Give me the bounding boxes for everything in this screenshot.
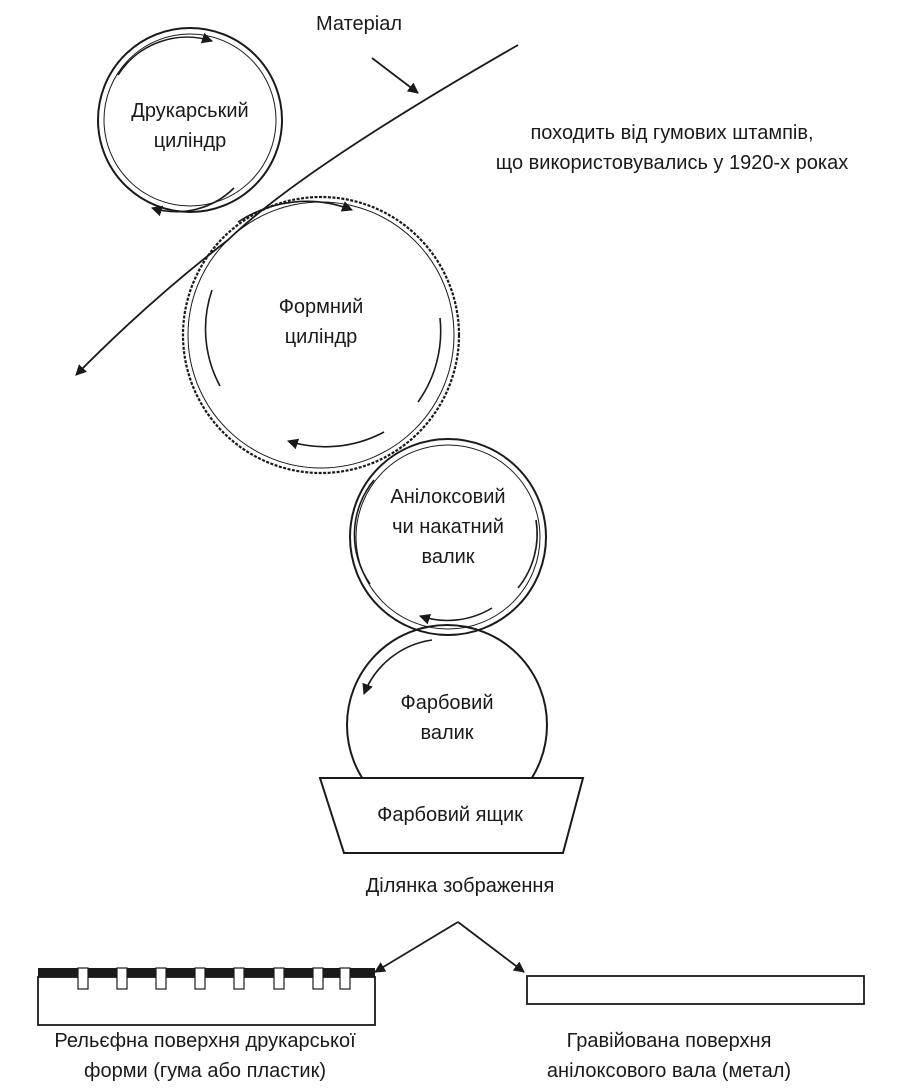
impression-cylinder-label-line-1: Друкарський (131, 100, 249, 122)
engraved-surface-label: Гравійована поверхня анілоксового вала (… (504, 1026, 834, 1086)
impression-cylinder (97, 27, 283, 217)
plate-cylinder (181, 195, 461, 475)
ink-pan (318, 777, 585, 854)
relief-surface-label-line-1: Рельєфна поверхня друкарської (54, 1030, 356, 1052)
plate-cylinder-label: Формний циліндр (226, 292, 416, 352)
rotation-arrow-plate-left (204, 289, 221, 387)
note-line-2: що використовувались у 1920-х роках (495, 152, 849, 174)
fountain-roller-label: Фарбовий валик (362, 688, 532, 748)
relief-surface-label-line-2: форми (гума або пластик) (84, 1060, 326, 1082)
engraved-anilox-surface (526, 975, 865, 1005)
impression-cylinder-label: Друкарський циліндр (95, 96, 285, 156)
engraved-surface-label-line-2: анілоксового вала (метал) (546, 1060, 792, 1082)
rotation-arrow-impression-top (117, 32, 214, 76)
rotation-arrow-plate-bottom (286, 431, 385, 450)
rotation-arrow-anilox-bottom (418, 607, 493, 625)
anilox-roller-label-line-1: Анілоксовий (390, 486, 506, 508)
image-area-arrow-left (374, 921, 459, 973)
rotation-arrow-plate-top (237, 200, 354, 223)
anilox-roller (349, 438, 547, 636)
material-pointer-arrow (371, 57, 419, 94)
plate-cylinder-label-line-1: Формний (278, 296, 364, 318)
note-text: походить від гумових штампів, що викорис… (437, 118, 902, 178)
image-area-label: Ділянка зображення (365, 875, 555, 897)
relief-surface-label: Рельєфна поверхня друкарської форми (гум… (0, 1026, 410, 1086)
rotation-arrow-anilox-left (353, 479, 375, 585)
anilox-roller-label-line-2: чи накатний (392, 516, 504, 538)
rotation-arrow-anilox-right (517, 519, 538, 589)
plate-cylinder-label-line-2: циліндр (284, 326, 358, 348)
note-line-1: походить від гумових штампів, (530, 122, 814, 144)
impression-cylinder-label-line-2: циліндр (153, 130, 227, 152)
fountain-roller-label-line-2: валик (420, 722, 474, 744)
rotation-arrow-fountain (362, 639, 433, 696)
relief-plate-surface (37, 967, 376, 1026)
material-label: Матеріал (316, 13, 402, 35)
rotation-arrow-plate-right (417, 317, 442, 403)
anilox-roller-label: Анілоксовий чи накатний валик (363, 482, 533, 572)
image-area-arrow-right (457, 921, 525, 973)
ink-pan-label: Фарбовий ящик (377, 804, 523, 826)
engraved-surface-label-line-1: Гравійована поверхня (566, 1030, 772, 1052)
anilox-roller-label-line-3: валик (421, 546, 475, 568)
rotation-arrow-impression-bottom (150, 187, 235, 217)
fountain-roller-label-line-1: Фарбовий (400, 692, 494, 714)
